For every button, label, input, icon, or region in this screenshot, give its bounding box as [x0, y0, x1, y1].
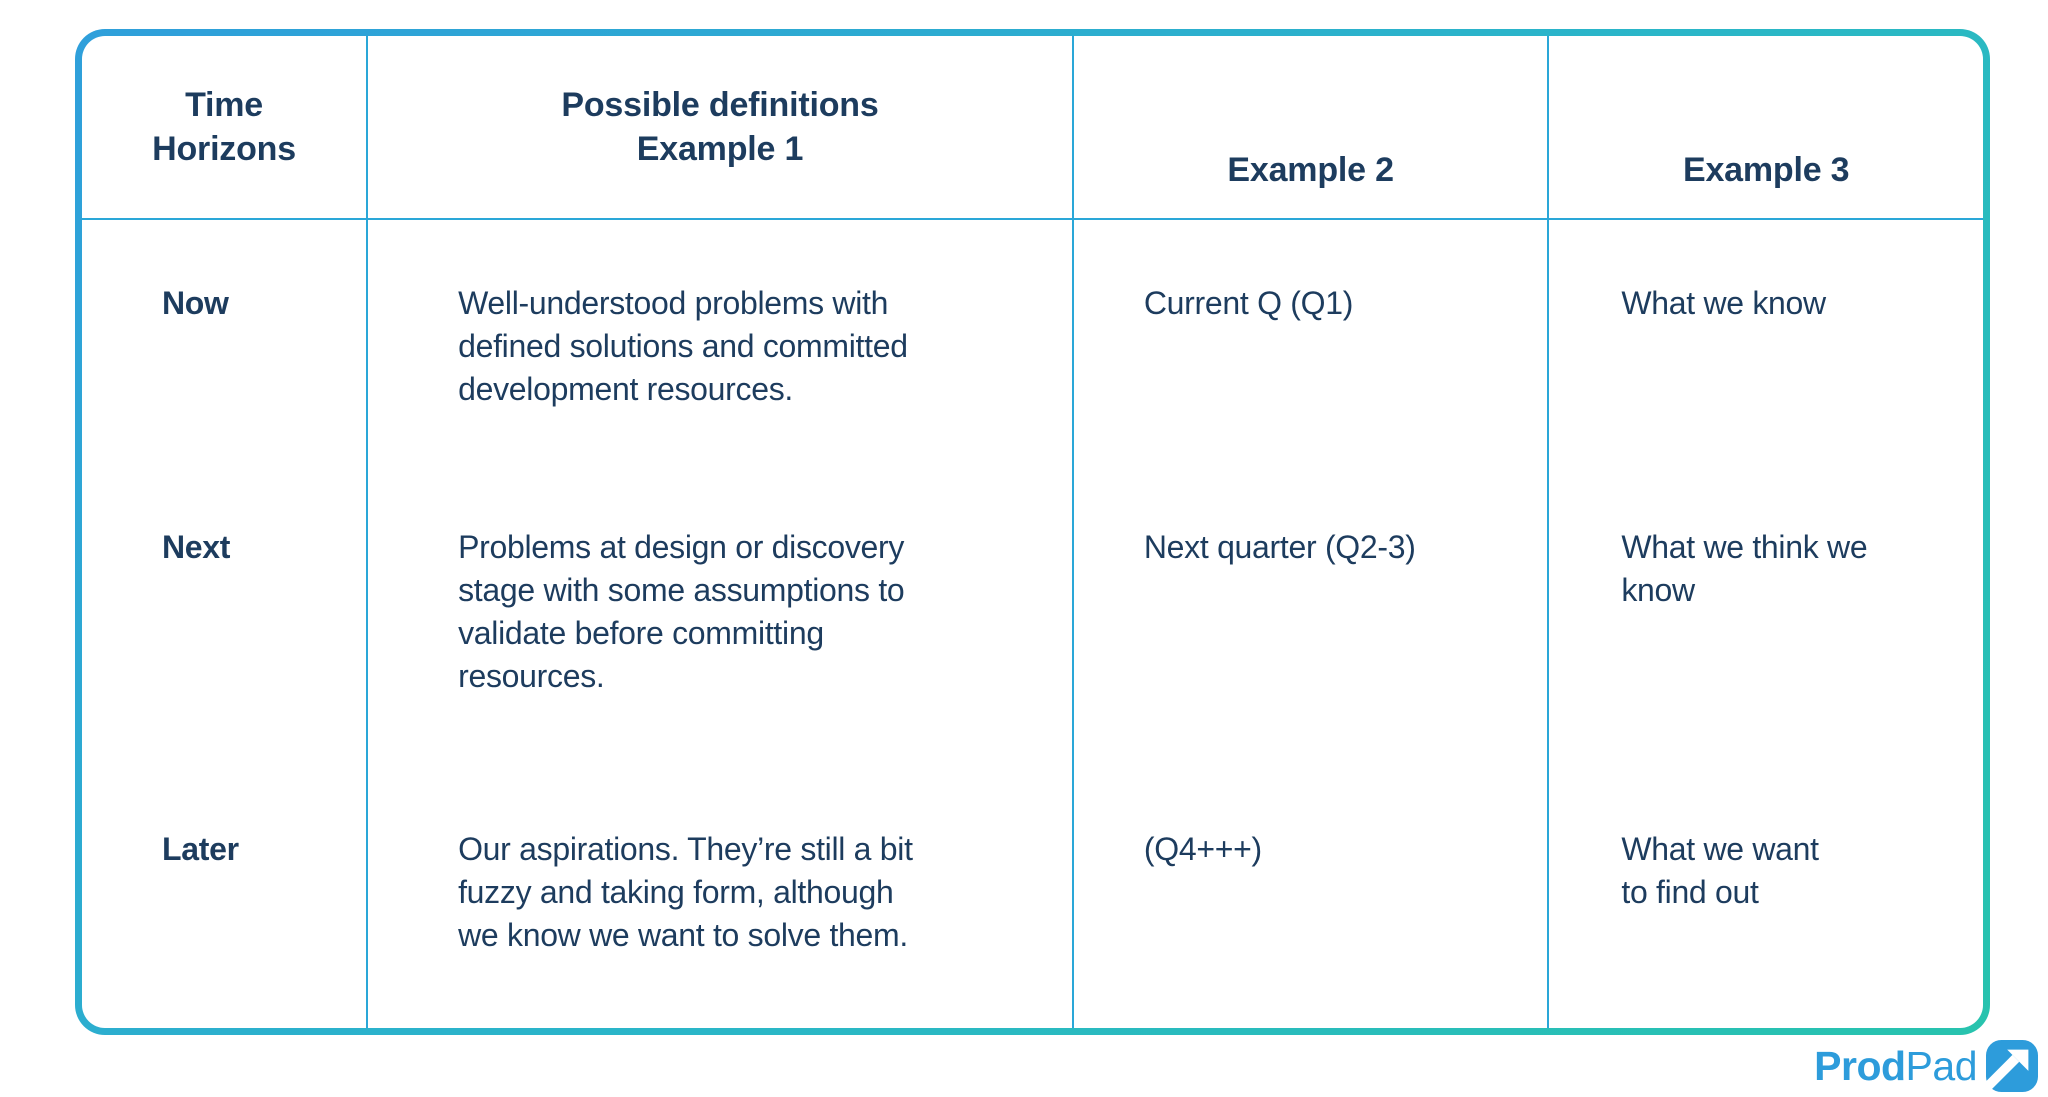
prodpad-logo-text-prod: Prod [1814, 1043, 1906, 1089]
cell-next-example2: Next quarter (Q2-3) [1071, 490, 1547, 790]
prodpad-arrow-icon [1986, 1040, 2038, 1092]
prodpad-logo-text: ProdPad [1814, 1038, 1977, 1094]
col-header-example-3: Example 3 [1547, 36, 1983, 220]
table-frame: Time Horizons Possible definitions Examp… [75, 29, 1990, 1035]
col-header-possible-definitions: Possible definitions Example 1 [366, 36, 1072, 220]
cell-later-example3: What we want to find out [1547, 790, 1983, 1028]
row-label-now: Now [162, 285, 229, 321]
prodpad-logo-text-pad: Pad [1905, 1043, 1978, 1089]
cell-later-definition: Our aspirations. They’re still a bit fuz… [366, 790, 1072, 1028]
col-header-example-2: Example 2 [1071, 36, 1548, 220]
prodpad-logo: ProdPad [1814, 1038, 2038, 1094]
row-label-later: Later [162, 831, 239, 867]
row-label-next: Next [162, 529, 231, 565]
cell-now-definition: Well-understood problems with defined so… [366, 220, 1072, 490]
cell-now-example3: What we know [1547, 220, 1983, 490]
cell-next-example3: What we think we know [1547, 490, 1983, 790]
cell-later-example2: (Q4+++) [1071, 790, 1547, 1028]
cell-next-definition: Problems at design or discovery stage wi… [366, 490, 1072, 790]
cell-now-example2: Current Q (Q1) [1071, 220, 1547, 490]
col-header-time-horizons: Time Horizons [82, 36, 367, 220]
time-horizons-table: Time Horizons Possible definitions Examp… [82, 36, 1983, 1028]
